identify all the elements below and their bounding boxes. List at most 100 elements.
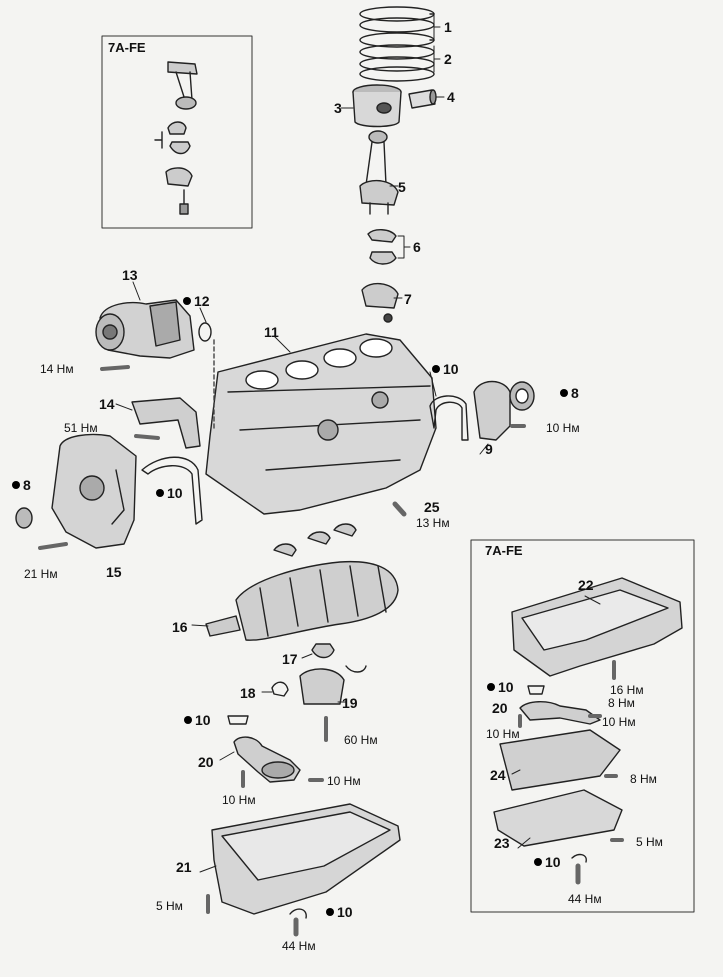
- inset-box-bottom-right: [470, 539, 695, 913]
- bolt-21nm-drawing: [38, 542, 68, 550]
- oil-strainer-right-drawing: [519, 701, 601, 725]
- part-label-5: 5: [398, 179, 406, 195]
- part-label-8-rear-seal-text: 8: [571, 385, 579, 401]
- part-label-18: 18: [240, 685, 256, 701]
- torque-label-water-pump-bolt: 14 Нм: [40, 362, 74, 376]
- part-label-2: 2: [444, 51, 452, 67]
- part-label-25: 25: [424, 499, 440, 515]
- strainer-gasket-left-drawing: [227, 715, 249, 725]
- rod-bearings-drawing: [367, 229, 397, 265]
- engine-block-drawing: [205, 333, 437, 515]
- piston-pin-drawing: [408, 89, 437, 109]
- part-label-24: 24: [490, 767, 506, 783]
- part-label-13: 13: [122, 267, 138, 283]
- part-label-14: 14: [99, 396, 115, 412]
- torque-label-drain-plug: 44 Нм: [282, 939, 316, 953]
- part-label-8-front-seal-text: 8: [23, 477, 31, 493]
- part-label-6: 6: [413, 239, 421, 255]
- drain-plug-gasket-right-drawing: [571, 853, 587, 863]
- part-label-8-front-seal: 8: [12, 478, 31, 492]
- part-label-15: 15: [106, 564, 122, 580]
- torque-label-inset-drain-plug: 44 Нм: [568, 892, 602, 906]
- part-label-10-front-gasket: 10: [156, 486, 183, 500]
- torque-label-bracket-bolt: 51 Нм: [64, 421, 98, 435]
- inset-connecting-rod-drawing: [154, 61, 198, 215]
- part-label-1: 1: [444, 19, 452, 35]
- bolt-51nm-drawing: [134, 434, 160, 440]
- main-bearing-lower-drawing: [311, 643, 335, 659]
- drain-bolt-13nm-drawing: [392, 501, 407, 517]
- torque-label-inset-strainer-bolt: 10 Нм: [486, 727, 520, 741]
- part-label-10-drain-gasket-text: 10: [337, 904, 353, 920]
- part-label-23: 23: [494, 835, 510, 851]
- part-label-12-text: 12: [194, 293, 210, 309]
- part-label-10-inset-drain-gasket: 10: [534, 855, 561, 869]
- torque-label-inset-8nm-upper: 8 Нм: [608, 696, 635, 710]
- part-label-20: 20: [198, 754, 214, 770]
- part-label-16: 16: [172, 619, 188, 635]
- part-label-20-inset: 20: [492, 700, 508, 716]
- inset-title-bottom-right: 7A-FE: [485, 543, 523, 558]
- inset-box-top-left: [101, 35, 253, 229]
- torque-label-oil-pump-bolt: 21 Нм: [24, 567, 58, 581]
- part-label-9: 9: [485, 441, 493, 457]
- part-label-10-rear-gasket-text: 10: [443, 361, 459, 377]
- leader-lines: [115, 13, 601, 873]
- strainer-gasket-right-drawing: [527, 685, 545, 695]
- water-pump-drawing: [95, 299, 195, 359]
- rear-seal-gasket-drawing: [429, 395, 469, 441]
- connecting-rod-drawing: [359, 130, 399, 215]
- torque-label-inset-lower-pan-bolt: 5 Нм: [636, 835, 663, 849]
- inset-title-top-left: 7A-FE: [108, 40, 146, 55]
- thrust-washer-drawing: [271, 681, 289, 697]
- oil-pump-drawing: [51, 433, 137, 549]
- oil-pan-drawing: [211, 803, 401, 915]
- part-label-10-rear-gasket: 10: [432, 362, 459, 376]
- front-oil-seal-drawing: [15, 507, 33, 529]
- main-bearings-upper-drawing: [273, 523, 357, 557]
- bolt-14nm-drawing: [100, 365, 130, 371]
- torque-label-strainer-nut: 10 Нм: [327, 774, 361, 788]
- part-label-10-strainer-gasket-text: 10: [195, 712, 211, 728]
- part-label-4: 4: [447, 89, 455, 105]
- baffle-plate-drawing: [499, 729, 621, 791]
- part-label-10-strainer-gasket: 10: [184, 713, 211, 727]
- torque-label-inset-pan-bolt: 16 Нм: [610, 683, 644, 697]
- timing-cover-gasket-drawing: [141, 456, 203, 525]
- rear-seal-retainer-drawing: [473, 380, 511, 441]
- torque-label-retainer-bolt: 10 Нм: [546, 421, 580, 435]
- oil-strainer-left-drawing: [233, 736, 301, 783]
- part-label-21: 21: [176, 859, 192, 875]
- drain-plug-gasket-drawing: [289, 908, 307, 919]
- part-label-12: 12: [183, 294, 210, 308]
- crankshaft-drawing: [205, 560, 399, 641]
- torque-label-main-cap-bolt: 60 Нм: [344, 733, 378, 747]
- part-label-7: 7: [404, 291, 412, 307]
- part-label-17: 17: [282, 651, 298, 667]
- main-bearing-lower-2-drawing: [345, 665, 367, 673]
- torque-label-inset-baffle-bolt: 8 Нм: [630, 772, 657, 786]
- part-label-10-inset-drain-gasket-text: 10: [545, 854, 561, 870]
- torque-label-inset-strainer-nut: 10 Нм: [602, 715, 636, 729]
- water-pump-gasket-drawing: [198, 322, 212, 342]
- torque-label-oil-pan-bolt: 5 Нм: [156, 899, 183, 913]
- rod-cap-drawing: [361, 283, 399, 323]
- part-label-10-inset-strainer-gasket: 10: [487, 680, 514, 694]
- piston-rings-drawing: [359, 6, 435, 82]
- part-label-11: 11: [264, 324, 279, 340]
- bracket-drawing: [131, 397, 201, 449]
- torque-label-block-drain-bolt: 13 Нм: [416, 516, 450, 530]
- part-label-8-rear-seal: 8: [560, 386, 579, 400]
- part-label-3: 3: [334, 100, 342, 116]
- piston-drawing: [352, 84, 402, 128]
- part-label-10-drain-gasket: 10: [326, 905, 353, 919]
- part-label-22: 22: [578, 577, 594, 593]
- part-label-10-front-gasket-text: 10: [167, 485, 183, 501]
- inset-oil-pan-lower-drawing: [493, 789, 623, 847]
- main-bearing-cap-drawing: [299, 668, 345, 705]
- part-label-19: 19: [342, 695, 358, 711]
- inset-oil-pan-upper-drawing: [511, 577, 683, 677]
- torque-label-strainer-bolt: 10 Нм: [222, 793, 256, 807]
